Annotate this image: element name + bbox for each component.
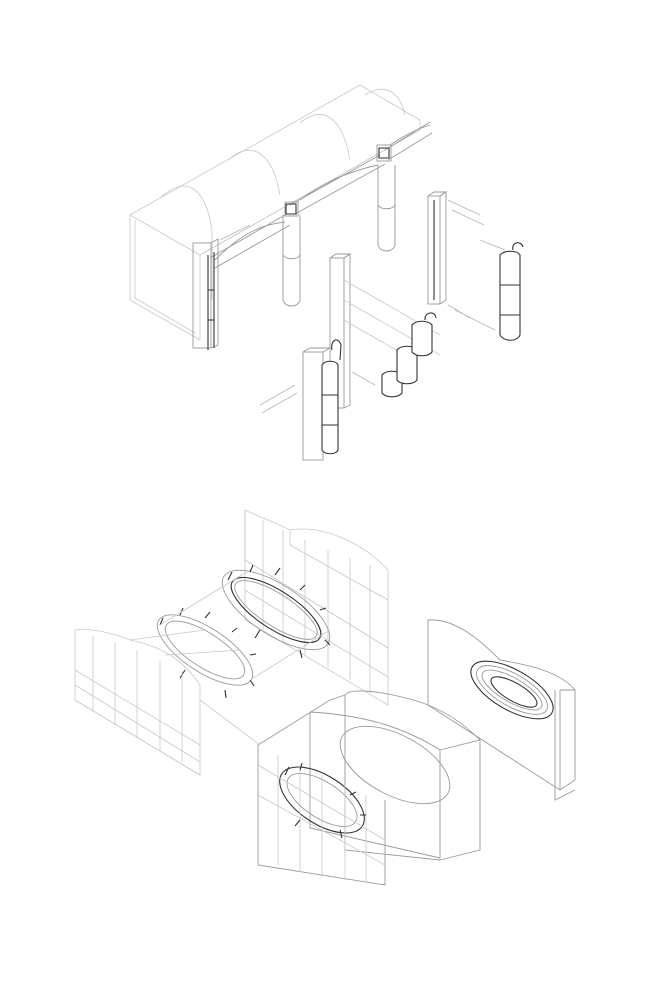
bottom-guide-lines [159, 569, 331, 746]
assembled-niche-module [257, 690, 481, 886]
exploded-columns [302, 191, 524, 461]
arcade-frame-assembly [129, 84, 433, 350]
large-ring-frame [221, 564, 331, 659]
front-grid-panel [74, 629, 241, 776]
rear-grid-panel [244, 509, 389, 706]
finished-niche-module [427, 619, 576, 801]
small-ring-frame [156, 607, 257, 699]
explosion-guide-lines [219, 199, 506, 414]
